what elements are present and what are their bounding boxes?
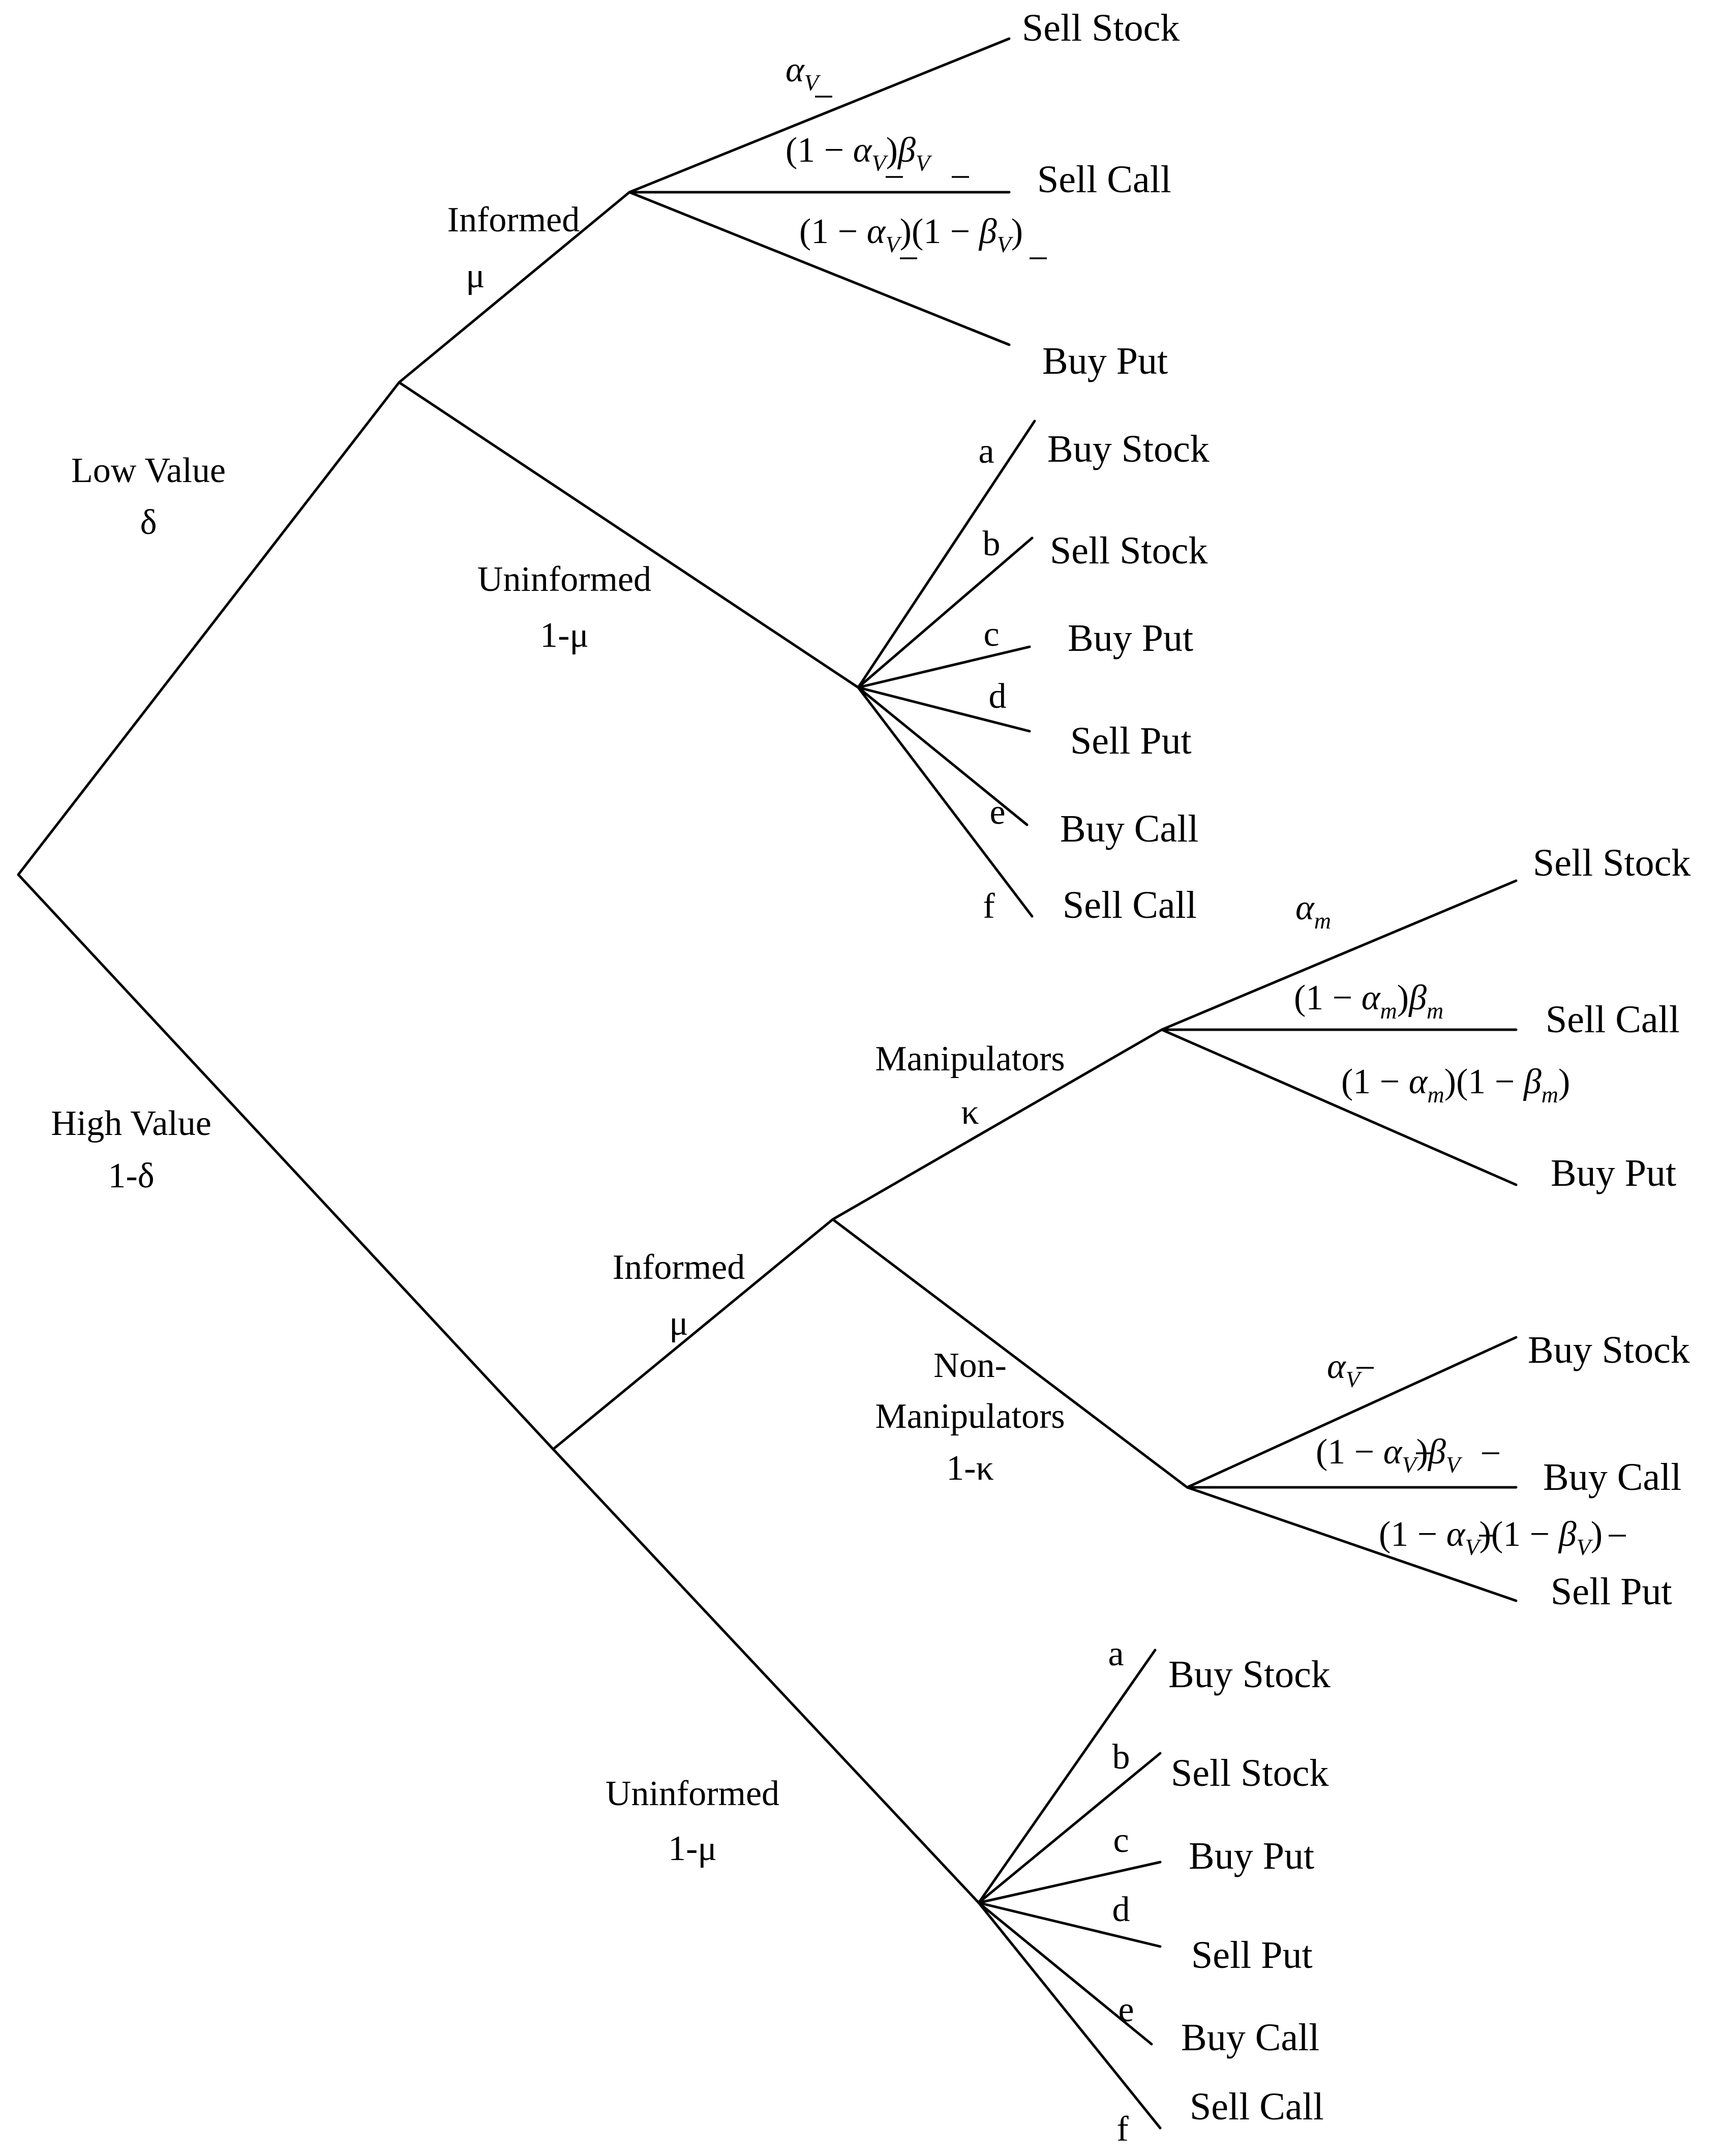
- leaf-low-uninformed-buy-stock: Buy Stock: [1047, 428, 1210, 470]
- leaf-manipulators-sell-call: Sell Call: [1546, 998, 1680, 1041]
- manipulators-label: Manipulators: [875, 1039, 1065, 1079]
- leaf-low-uninformed-buy-put: Buy Put: [1068, 617, 1193, 660]
- edge-hu-f: [977, 1901, 1162, 2130]
- leaf-non-manipulators-buy-stock: Buy Stock: [1528, 1329, 1690, 1371]
- leaf-low-informed-sell-call: Sell Call: [1037, 158, 1171, 201]
- branch-letter-c: c: [983, 615, 999, 654]
- prob-one-minus-alpha-high-one-minus-beta-high: (1 − αV)(1 − βV): [1379, 1515, 1603, 1560]
- high-value-label: High Value: [51, 1104, 212, 1143]
- prob-one-minus-alpha-m-one-minus-beta-m: (1 − αm)(1 − βm): [1341, 1062, 1570, 1107]
- edge-low-uninformed: [398, 381, 860, 689]
- leaf-high-uninformed-buy-put: Buy Put: [1189, 1835, 1314, 1877]
- leaf-low-informed-buy-put: Buy Put: [1042, 340, 1168, 382]
- manipulators-prob: κ: [961, 1093, 979, 1132]
- prob-one-minus-alpha-m-beta-m: (1 − αm)βm: [1294, 978, 1443, 1024]
- manipulator-leaves: Sell Stock Sell Call Buy Put αm (1 − αm)…: [1294, 842, 1690, 1194]
- edge-lu-a: [857, 420, 1036, 689]
- leaf-manipulators-buy-put: Buy Put: [1551, 1152, 1676, 1194]
- edge-lu-b: [857, 536, 1034, 689]
- low-value-label: Low Value: [71, 451, 226, 490]
- leaf-high-uninformed-sell-call: Sell Call: [1190, 2085, 1324, 2128]
- low-uninformed-branches: a b c d e f Buy Stock Sell Stock Buy Put…: [978, 428, 1209, 926]
- edge-root-high: [17, 873, 555, 1451]
- leaf-manipulators-sell-stock: Sell Stock: [1533, 842, 1690, 884]
- low-informed-leaves: Sell Stock Sell Call Buy Put αV (1 − αV)…: [786, 7, 1180, 382]
- edge-lu-c: [857, 645, 1031, 689]
- edge-high-uninformed: [552, 1448, 980, 1904]
- non-manipulator-leaves: Buy Stock Buy Call Sell Put αV (1 − αV)β…: [1316, 1329, 1690, 1613]
- prob-one-minus-alpha-low-one-minus-beta-low: (1 − αV)(1 − βV): [799, 212, 1023, 257]
- edge-non-manipulators: [831, 1218, 1189, 1489]
- low-informed-label: Informed: [447, 200, 580, 239]
- low-uninformed-label: Uninformed: [477, 560, 651, 599]
- branch-letter-e: e: [1118, 1990, 1134, 2029]
- non-manipulators-label-line1: Non-: [933, 1346, 1007, 1385]
- edge-manipulators: [831, 1028, 1163, 1221]
- leaf-low-uninformed-buy-call: Buy Call: [1060, 807, 1198, 850]
- edge-low-informed: [398, 191, 631, 384]
- leaf-low-uninformed-sell-put: Sell Put: [1070, 720, 1192, 762]
- low-informed-prob: μ: [466, 256, 485, 295]
- edge-hu-a: [977, 1649, 1157, 1904]
- branch-letter-f: f: [983, 887, 995, 926]
- leaf-non-manipulators-sell-put: Sell Put: [1551, 1570, 1672, 1613]
- tree-edges: [17, 37, 1518, 2130]
- high-value-prob: 1-δ: [108, 1156, 154, 1195]
- edge-m-buy-put: [1160, 1028, 1518, 1186]
- edge-high-informed: [552, 1218, 834, 1451]
- edge-hu-c: [977, 1861, 1162, 1904]
- prob-one-minus-alpha-low-beta-low: (1 − αV)βV: [786, 131, 932, 176]
- edge-nm-sell-put: [1186, 1486, 1518, 1602]
- edge-m-sell-stock: [1160, 879, 1518, 1031]
- branch-letter-d: d: [989, 677, 1007, 716]
- branch-letter-c: c: [1113, 1821, 1129, 1860]
- branch-letter-b: b: [983, 524, 1001, 563]
- node-labels: Low Value δ High Value 1-δ Informed μ Un…: [51, 200, 1065, 1868]
- leaf-high-uninformed-sell-put: Sell Put: [1191, 1934, 1313, 1977]
- high-uninformed-label: Uninformed: [606, 1774, 779, 1813]
- high-uninformed-prob: 1-μ: [668, 1829, 717, 1868]
- prob-one-minus-alpha-high-beta-high: (1 − αV)βV: [1316, 1432, 1463, 1478]
- non-manipulators-prob: 1-κ: [946, 1449, 994, 1488]
- low-value-prob: δ: [140, 503, 157, 542]
- high-informed-prob: μ: [669, 1304, 688, 1343]
- prob-alpha-low: αV: [786, 50, 821, 96]
- branch-letter-d: d: [1112, 1890, 1130, 1929]
- high-uninformed-branches: a b c d e f Buy Stock Sell Stock Buy Put…: [1108, 1634, 1330, 2149]
- edge-hu-d: [977, 1901, 1162, 1948]
- leaf-low-uninformed-sell-stock: Sell Stock: [1050, 529, 1207, 572]
- edge-lu-f: [857, 686, 1034, 918]
- leaf-low-uninformed-sell-call: Sell Call: [1063, 884, 1197, 926]
- edge-root-low: [17, 381, 401, 876]
- leaf-high-uninformed-buy-call: Buy Call: [1181, 2016, 1319, 2059]
- edge-li-buy-put: [628, 191, 1011, 346]
- leaf-low-informed-sell-stock: Sell Stock: [1022, 7, 1180, 49]
- branch-letter-a: a: [1108, 1634, 1124, 1673]
- non-manipulators-label-line2: Manipulators: [875, 1397, 1065, 1436]
- prob-alpha-high: αV: [1327, 1347, 1363, 1392]
- high-informed-label: Informed: [613, 1248, 745, 1287]
- edge-lu-d: [857, 686, 1031, 733]
- edge-hu-e: [977, 1901, 1153, 2046]
- edge-hu-b: [977, 1752, 1162, 1904]
- low-uninformed-prob: 1-μ: [540, 616, 589, 655]
- edge-li-sell-stock: [628, 37, 1011, 194]
- leaf-high-uninformed-sell-stock: Sell Stock: [1171, 1752, 1328, 1794]
- branch-letter-a: a: [978, 432, 994, 471]
- edge-lu-e: [857, 686, 1029, 826]
- branch-letter-e: e: [989, 793, 1005, 832]
- branch-letter-b: b: [1112, 1738, 1130, 1777]
- leaf-high-uninformed-buy-stock: Buy Stock: [1168, 1653, 1331, 1696]
- leaf-non-manipulators-buy-call: Buy Call: [1543, 1456, 1681, 1499]
- edge-nm-buy-stock: [1186, 1336, 1518, 1489]
- branch-letter-f: f: [1116, 2110, 1129, 2149]
- prob-alpha-m: αm: [1295, 888, 1331, 934]
